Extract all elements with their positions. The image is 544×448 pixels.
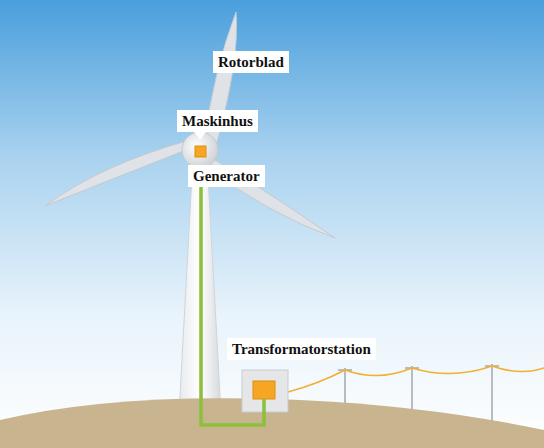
part-label: Rotorblad — [213, 51, 289, 73]
part-label: Maskinhus — [177, 110, 258, 132]
label-pointer — [194, 132, 206, 140]
nacelle — [182, 132, 218, 168]
part-label: Generator — [188, 165, 265, 187]
transformer — [253, 381, 275, 399]
rotor-blades — [45, 12, 335, 238]
generator — [195, 146, 206, 157]
part-label: Transformatorstation — [227, 338, 376, 360]
